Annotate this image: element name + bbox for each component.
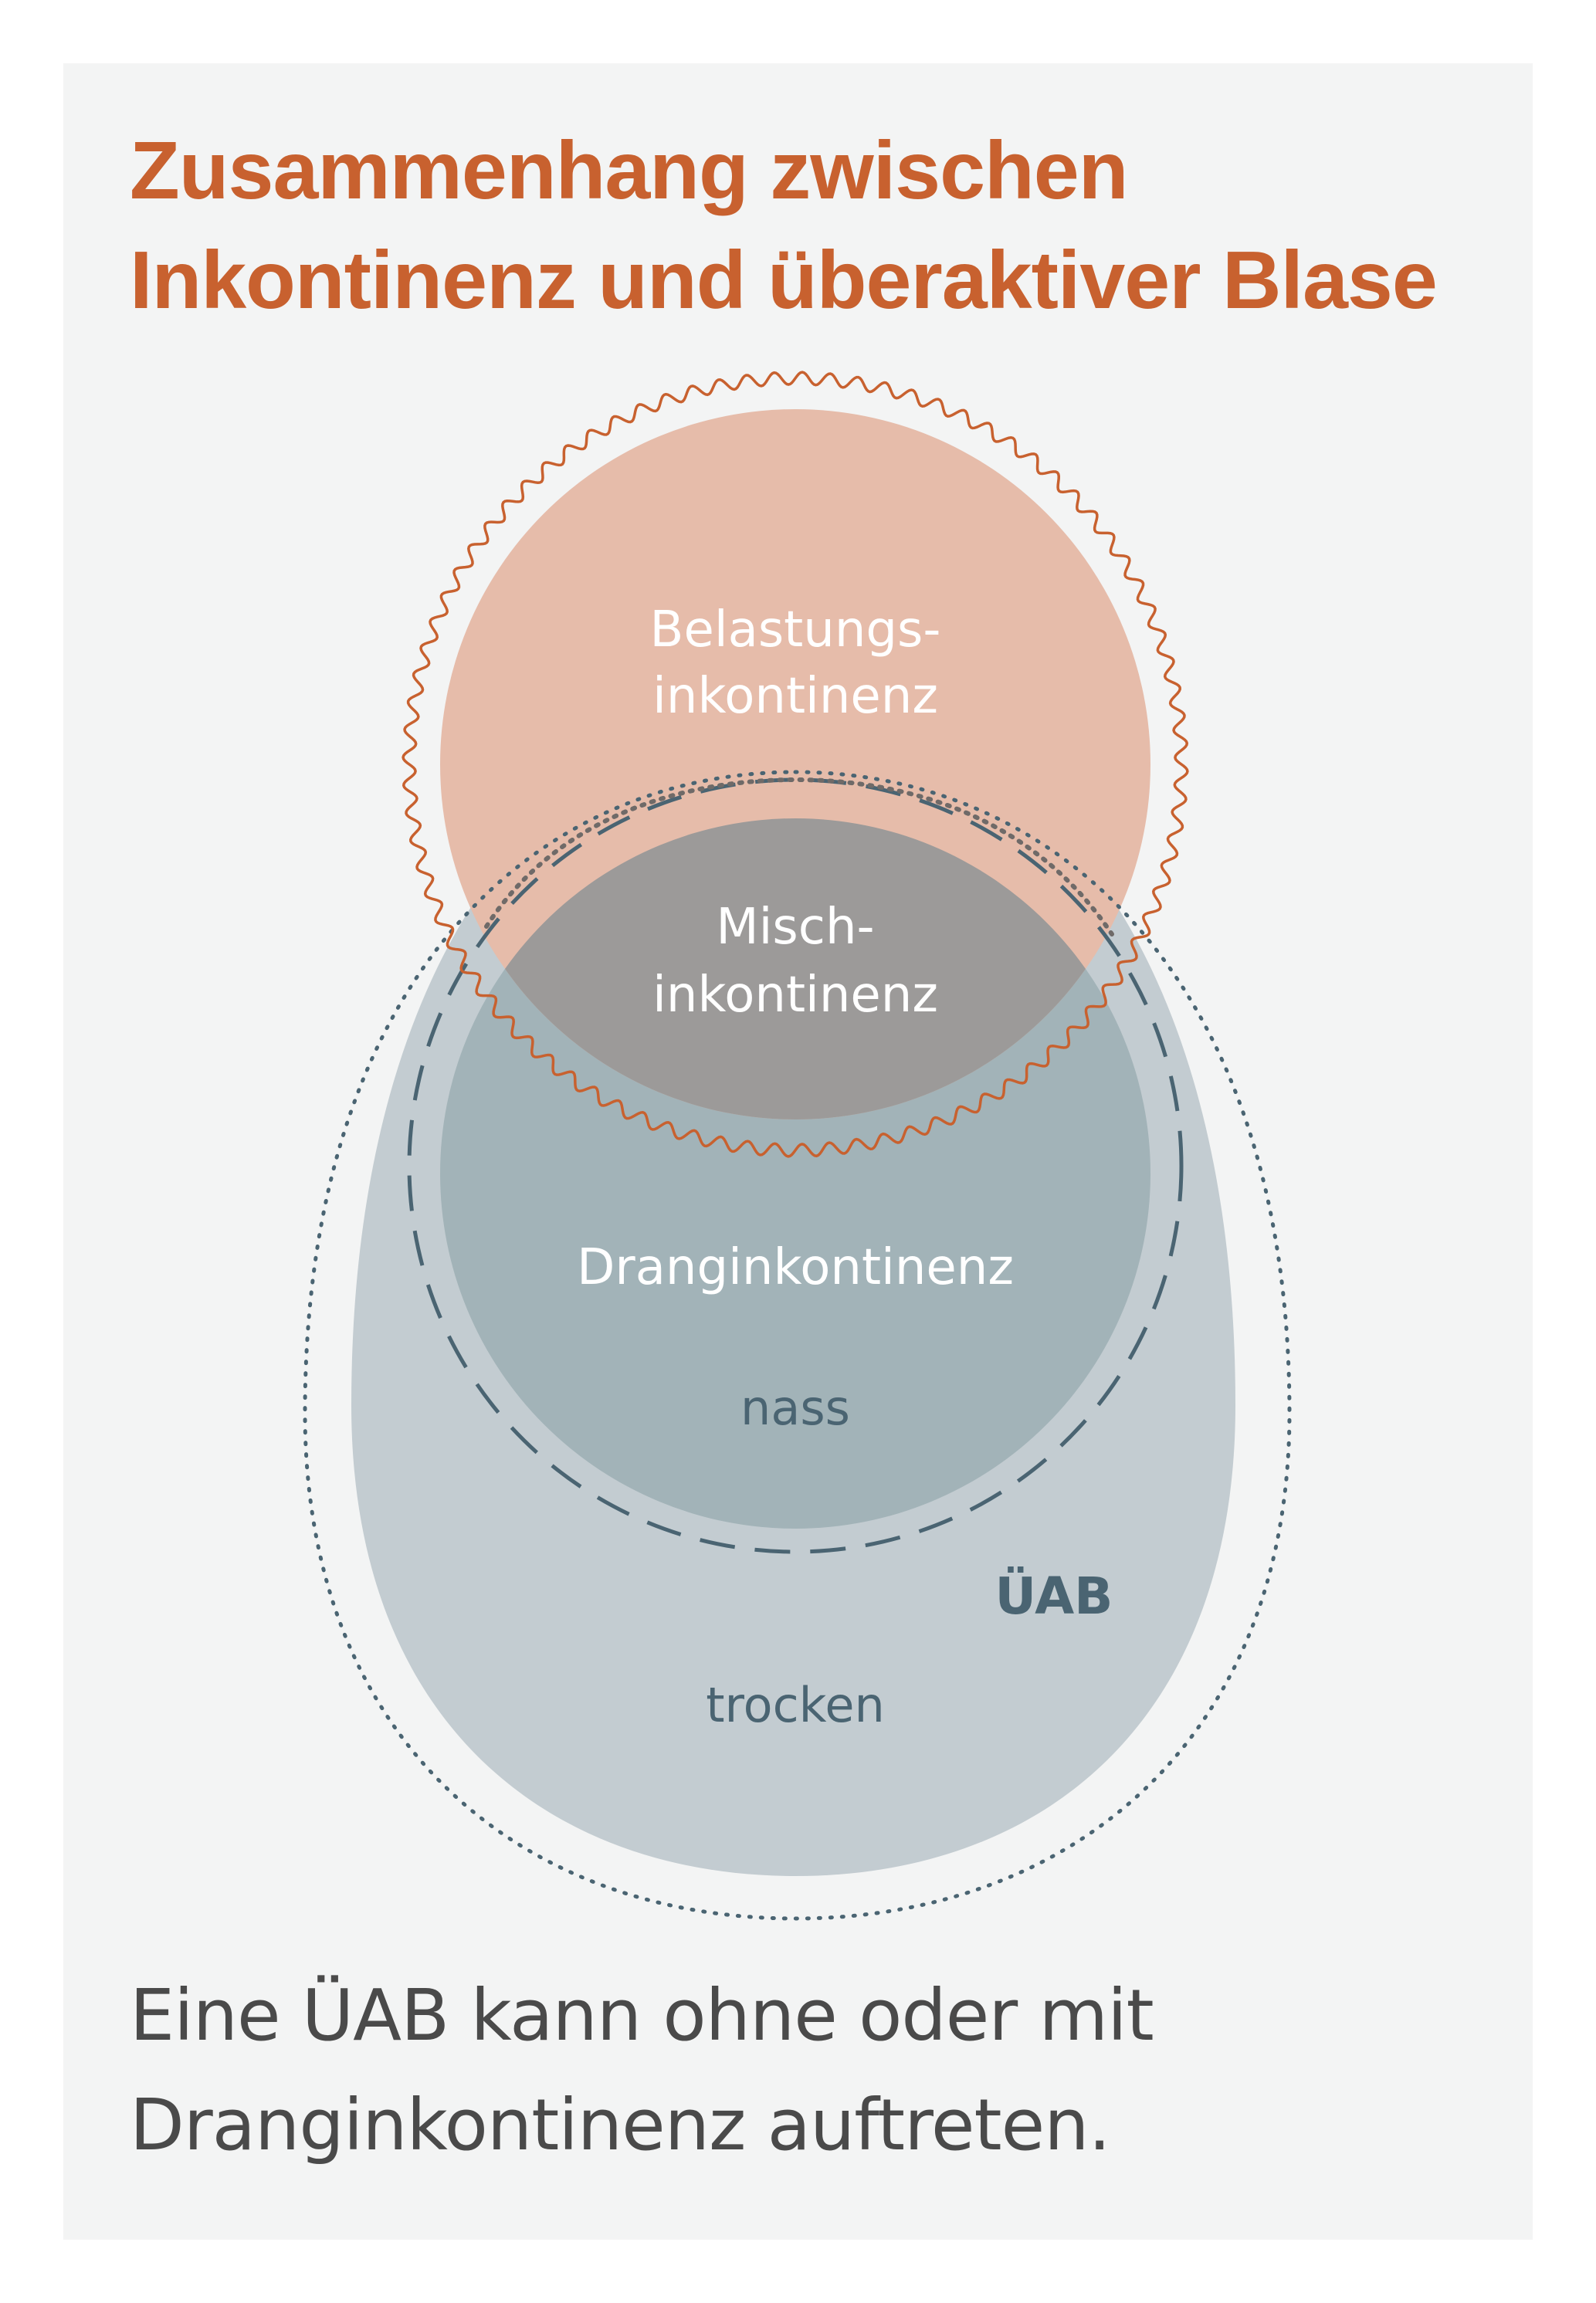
page-title: Zusammenhang zwischen Inkontinenz und üb… bbox=[130, 116, 1520, 335]
mixed-dotted-arc bbox=[484, 777, 1114, 936]
caption-line-1: Eine ÜAB kann ohne oder mit bbox=[130, 1974, 1154, 2057]
title-line-2: Inkontinenz und überaktiver Blase bbox=[130, 235, 1438, 326]
caption-line-2: Dranginkontinenz auftreten. bbox=[130, 2084, 1111, 2166]
oab-dotted-outline bbox=[303, 770, 1292, 1921]
mixed-incontinence-overlap bbox=[440, 818, 1150, 1119]
title-line-1: Zusammenhang zwischen bbox=[130, 125, 1129, 216]
caption: Eine ÜAB kann ohne oder mit Dranginkonti… bbox=[130, 1961, 1504, 2180]
stress-wavy-outline bbox=[402, 371, 1189, 1158]
label-dry: trocken bbox=[706, 1677, 885, 1733]
wet-dashed-outline bbox=[407, 777, 1184, 1554]
label-stress-line-1: Belastungs- bbox=[650, 601, 941, 659]
label-oab: ÜAB bbox=[995, 1566, 1113, 1626]
label-urge: Dranginkontinenz bbox=[577, 1239, 1014, 1296]
label-mixed-line-2: inkontinenz bbox=[652, 967, 938, 1024]
label-mixed-line-1: Misch- bbox=[716, 899, 874, 956]
label-stress-line-2: inkontinenz bbox=[652, 668, 938, 725]
label-wet: nass bbox=[740, 1380, 850, 1436]
